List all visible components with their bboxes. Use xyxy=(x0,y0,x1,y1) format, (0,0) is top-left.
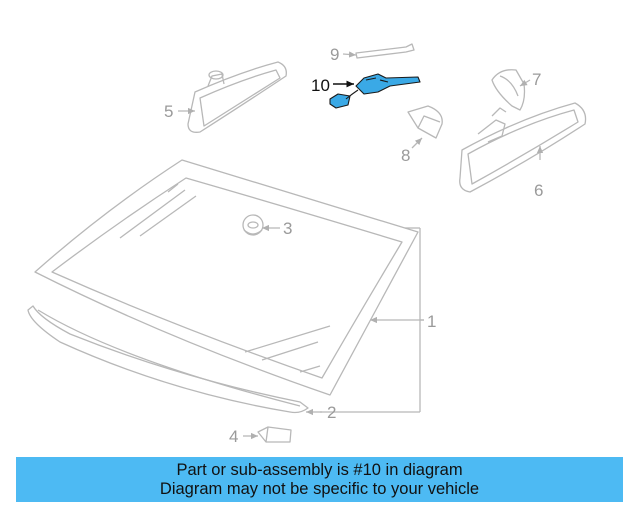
callout-9: 9 xyxy=(330,45,339,64)
leader-lines xyxy=(178,51,544,440)
callout-1: 1 xyxy=(427,312,436,331)
mirror-bracket xyxy=(407,105,443,139)
callout-2: 2 xyxy=(327,403,336,422)
banner-line-2: Diagram may not be specific to your vehi… xyxy=(159,479,480,498)
callout-7: 7 xyxy=(532,70,541,89)
parts-diagram: 1 2 3 4 5 6 7 8 9 10 xyxy=(27,43,587,446)
callout-8: 8 xyxy=(401,146,410,165)
inside-mirror-6 xyxy=(459,102,587,193)
info-banner: Part or sub-assembly is #10 in diagram D… xyxy=(16,457,623,502)
banner-line-1: Part or sub-assembly is #10 in diagram xyxy=(176,460,463,479)
mirror-button xyxy=(242,214,264,236)
spacer-pad xyxy=(257,426,292,443)
inside-mirror-5 xyxy=(187,61,287,133)
callout-3: 3 xyxy=(283,219,292,238)
highlighted-part-10[interactable] xyxy=(329,73,421,109)
callout-4: 4 xyxy=(229,427,238,446)
callout-5: 5 xyxy=(164,102,173,121)
wire-rod xyxy=(355,43,415,59)
callout-6: 6 xyxy=(534,181,543,200)
mirror-cover xyxy=(491,69,526,111)
lower-molding xyxy=(27,305,309,414)
windshield-glass xyxy=(34,159,419,396)
callout-10: 10 xyxy=(311,76,330,95)
